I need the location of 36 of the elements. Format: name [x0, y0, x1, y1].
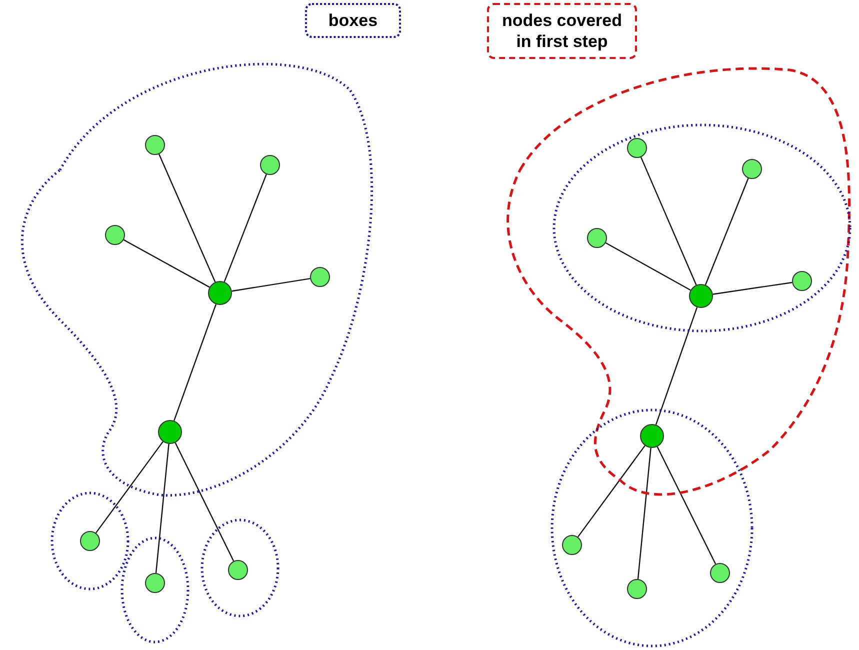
- connector-line: [656, 446, 716, 564]
- connector-line: [655, 307, 698, 425]
- connector-line: [637, 448, 652, 580]
- leaf-node: [228, 560, 248, 580]
- hub-node: [640, 424, 664, 448]
- connector-line: [123, 239, 210, 288]
- connector-line: [174, 442, 234, 562]
- leaf-node: [792, 271, 812, 291]
- connector-line: [158, 154, 216, 282]
- connector-line: [224, 174, 267, 282]
- leaf-node: [562, 535, 582, 555]
- hub-node: [208, 281, 232, 305]
- hub-node: [689, 284, 713, 308]
- leaf-node: [710, 563, 730, 583]
- connector-line: [155, 444, 170, 574]
- legend-entry: nodes covered in first step: [487, 3, 637, 59]
- connector-line: [712, 282, 792, 295]
- connector-line: [640, 156, 697, 286]
- connector-line: [577, 445, 646, 538]
- connector-line: [704, 178, 749, 286]
- leaf-node: [627, 579, 647, 599]
- leaf-node: [80, 531, 100, 551]
- hub-node: [158, 420, 182, 444]
- leaf-node: [145, 135, 165, 155]
- connector-line: [232, 278, 310, 292]
- connector-line: [174, 304, 216, 421]
- leaf-node: [310, 267, 330, 287]
- leaf-node: [260, 155, 280, 175]
- leaf-node: [105, 225, 125, 245]
- leaf-node: [145, 573, 165, 593]
- leaf-node: [587, 228, 607, 248]
- leaf-node: [627, 138, 647, 158]
- legend-entry: boxes: [305, 3, 401, 38]
- connector-line: [95, 441, 164, 534]
- connector-line: [605, 242, 691, 291]
- leaf-node: [742, 159, 762, 179]
